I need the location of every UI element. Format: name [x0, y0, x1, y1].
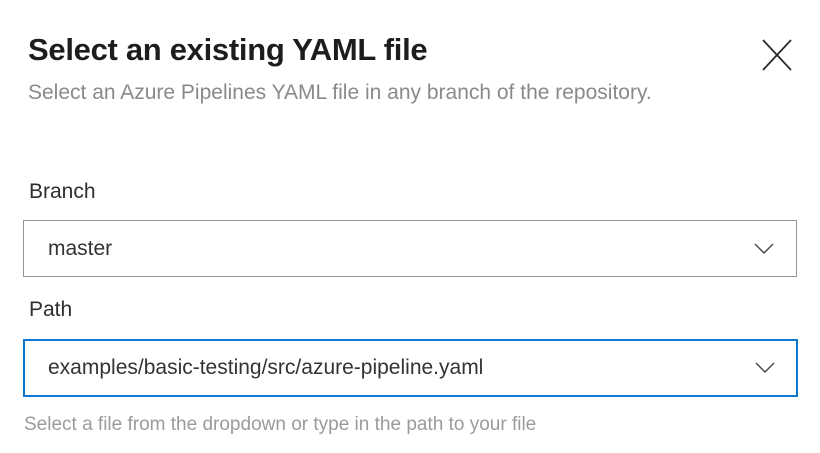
branch-label: Branch	[29, 180, 96, 203]
path-label: Path	[29, 298, 73, 321]
close-icon	[760, 37, 794, 73]
branch-selected-value: master	[48, 236, 113, 260]
chevron-down-icon	[754, 242, 774, 255]
path-helper-text: Select a file from the dropdown or type …	[24, 414, 537, 435]
path-input[interactable]	[25, 341, 755, 395]
branch-dropdown[interactable]: master	[23, 220, 797, 277]
dialog-title: Select an existing YAML file	[28, 32, 428, 67]
dialog-subtitle: Select an Azure Pipelines YAML file in a…	[28, 81, 652, 104]
chevron-down-icon	[755, 362, 775, 374]
close-button[interactable]	[756, 34, 798, 76]
path-combobox[interactable]	[23, 339, 798, 397]
